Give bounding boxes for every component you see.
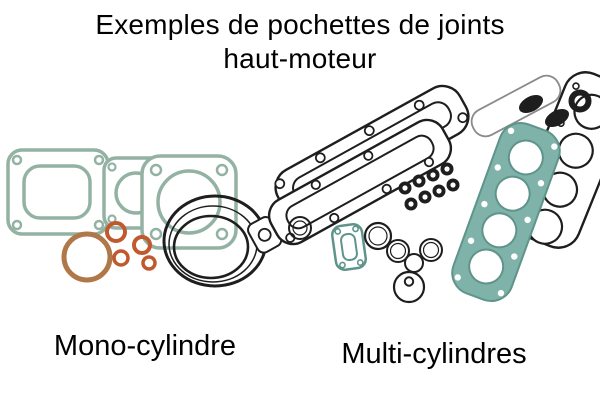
valve-stem-seals: [398, 162, 460, 211]
cylinder-base-gasket: [6, 148, 110, 236]
seal: [418, 190, 432, 204]
small-teal-gasket: [330, 223, 368, 271]
title-line-1: Exemples de pochettes de joints: [95, 9, 505, 40]
seal: [432, 184, 446, 198]
head-gasket-multi-teal: [451, 122, 561, 302]
seal: [398, 181, 412, 195]
cam-end-seals: [518, 89, 592, 128]
seal: [426, 168, 440, 182]
seal: [446, 178, 460, 192]
multi-cylinder-gasket-set: [247, 71, 600, 304]
seal: [440, 162, 454, 176]
caption-multi-cylindres: Multi-cylindres: [341, 338, 527, 370]
caption-mono-cylindre: Mono-cylindre: [53, 330, 237, 362]
gasket-tab-holes: [285, 150, 435, 243]
copper-washer-large: [61, 231, 113, 283]
seal: [412, 174, 426, 188]
small-orange-o-rings: [105, 221, 157, 271]
cam-cover-gasket-grey: [470, 74, 562, 138]
seal: [404, 197, 418, 211]
valve-cover-gasket-lower: [247, 118, 453, 254]
title-line-2: haut-moteur: [223, 42, 377, 74]
head-gasket-bolt-holes: [454, 127, 558, 297]
washer-with-hole: [392, 270, 426, 304]
bolt-holes: [11, 154, 105, 231]
mono-cylinder-gasket-set: [6, 148, 268, 288]
